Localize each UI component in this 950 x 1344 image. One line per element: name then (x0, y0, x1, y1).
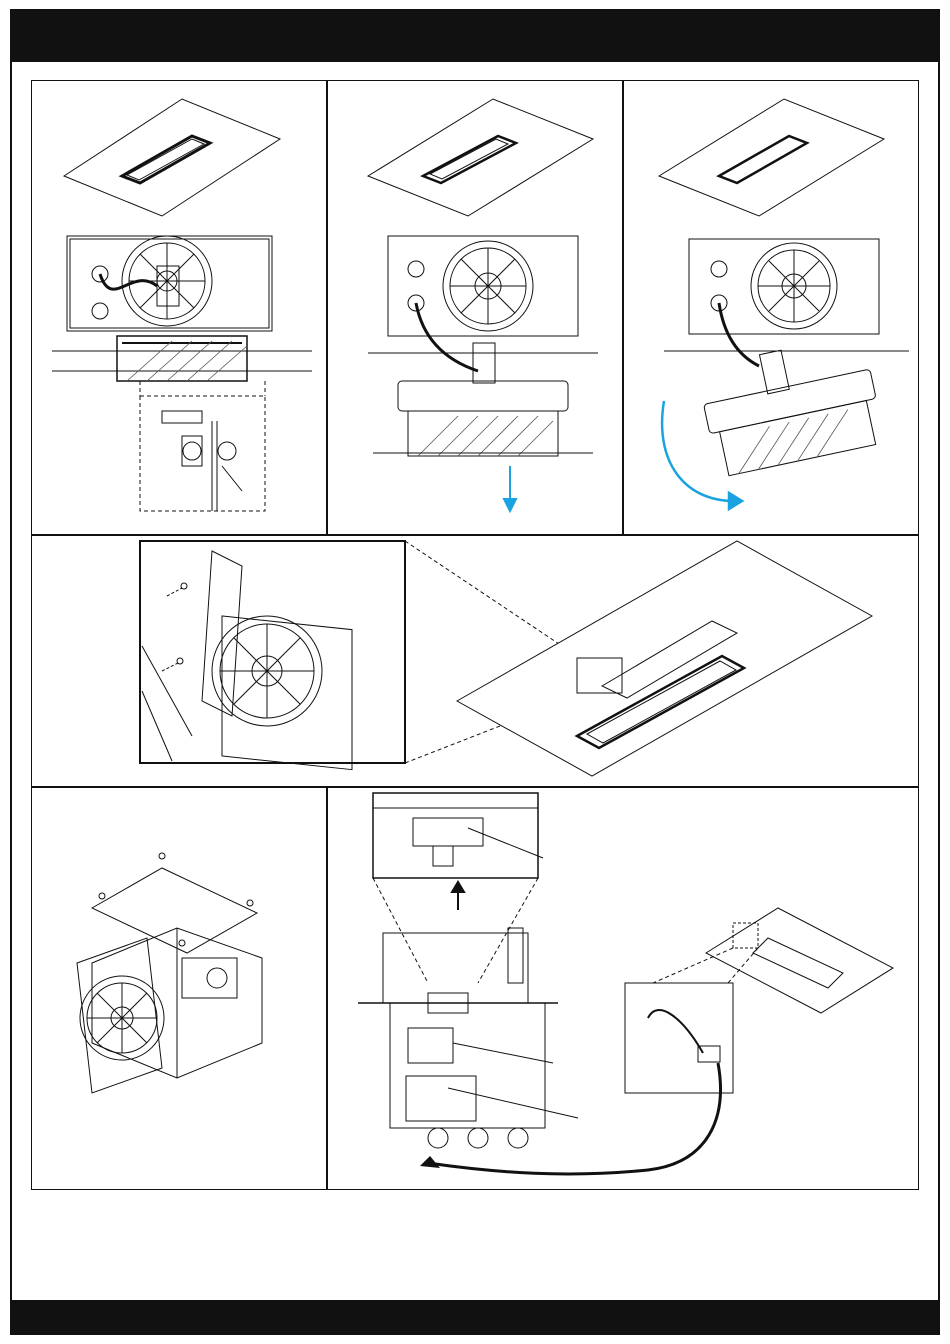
panel-step-2 (328, 81, 622, 534)
curved-arrow-icon (662, 401, 742, 509)
manual-page (10, 9, 940, 1335)
curved-arrow-icon (420, 1156, 440, 1168)
panel-step-1 (32, 81, 326, 534)
panel-step-4 (32, 536, 918, 786)
illustration-grid (31, 80, 919, 1190)
panel-step-6 (328, 788, 918, 1189)
screw-icon (162, 583, 187, 671)
footer-band (12, 1300, 938, 1333)
arrow-up-icon (452, 882, 464, 910)
panel-step-5 (32, 788, 326, 1189)
header-band (12, 11, 938, 62)
arrow-down-icon (504, 466, 516, 511)
panel-step-3 (624, 81, 918, 534)
